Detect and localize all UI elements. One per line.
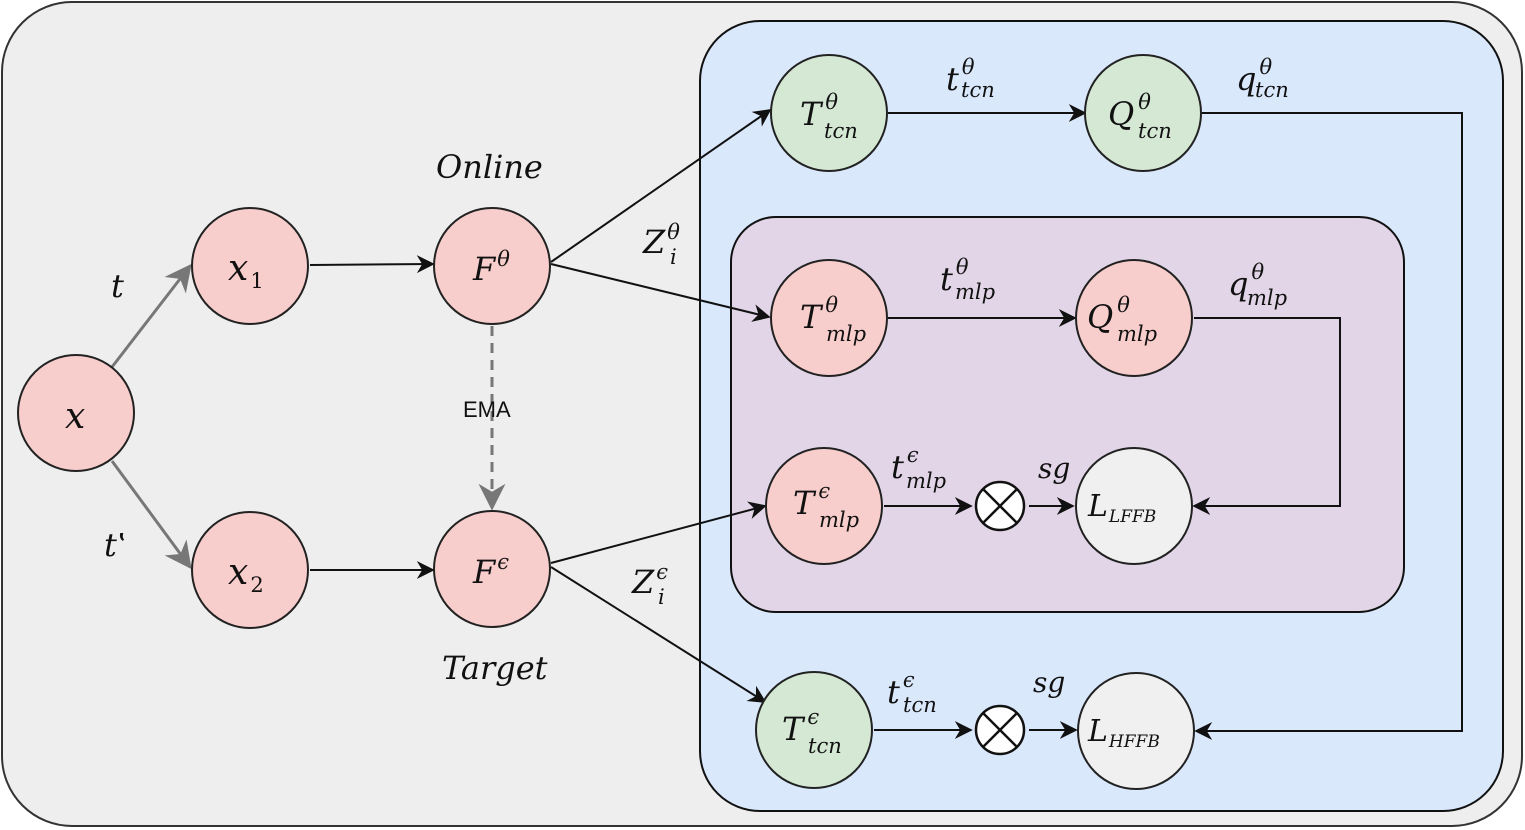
node-t-tcn-eps	[755, 671, 873, 789]
label-t-mlp-eps-sub: mlp	[819, 508, 859, 532]
node-q-mlp-theta	[1075, 259, 1193, 377]
node-f-online	[433, 207, 551, 325]
node-f-target	[433, 510, 551, 628]
label-f-target: Fϵ	[472, 550, 509, 591]
purple-panel	[730, 216, 1405, 613]
label-l-hffb: LHFFB	[1087, 714, 1160, 752]
label-x2: x2	[228, 552, 264, 597]
label-x1: x1	[228, 248, 264, 293]
nodes	[17, 54, 1202, 790]
node-q-tcn-theta	[1084, 54, 1202, 172]
label-q-mlp-theta-sub: mlp	[1117, 322, 1157, 346]
edge-x-x2	[110, 460, 192, 570]
label-t-tcn-theta-edge-sub: tcn	[961, 78, 995, 102]
edge-f-ttcn	[550, 108, 772, 263]
label-x: x	[65, 396, 85, 437]
label-z-theta-sub: i	[670, 245, 677, 269]
node-l-lffb	[1075, 447, 1193, 565]
label-sg-lffb: sg	[1038, 452, 1070, 485]
label-l-lffb: LLFFB	[1087, 489, 1156, 527]
edge-fe-tmlpe	[550, 501, 767, 564]
edges	[110, 104, 1463, 740]
label-t-prime: t‛	[104, 526, 127, 564]
label-q-tcn-theta-sub: tcn	[1138, 119, 1172, 143]
label-t-mlp-theta-sub: mlp	[826, 322, 866, 346]
edge-x-x1	[110, 263, 192, 368]
label-t-tcn-eps-sub: tcn	[808, 734, 842, 758]
label-t-mlp-eps-edge-sub: mlp	[906, 469, 946, 493]
label-q-mlp-theta-edge-sub: mlp	[1247, 286, 1287, 310]
label-t: t	[111, 267, 124, 305]
node-l-hffb	[1077, 672, 1195, 790]
node-x	[17, 354, 135, 472]
label-z-eps-sub: i	[658, 585, 665, 609]
edge-qmlp-llffb	[1192, 317, 1341, 515]
edge-qtcn-lhffb	[1194, 112, 1463, 740]
node-t-mlp-eps	[765, 447, 883, 565]
label-ema: EMA	[463, 397, 511, 422]
node-x1	[191, 207, 309, 325]
node-t-tcn-theta	[770, 54, 888, 172]
node-x2	[191, 511, 309, 629]
otimes-hffb-icon	[974, 704, 1026, 756]
edge-fe-ttcne	[550, 566, 767, 703]
label-t-mlp-theta-edge-sub: mlp	[955, 280, 995, 304]
label-t-tcn-eps-edge-sub: tcn	[903, 693, 937, 717]
label-z-theta: Zθ	[642, 220, 680, 261]
edge-x1-f	[309, 255, 435, 274]
label-sg-hffb: sg	[1033, 666, 1065, 699]
label-f-online: Fθ	[472, 247, 510, 288]
edge-f-tmlp	[550, 263, 771, 322]
label-q-tcn-theta-edge-sub: tcn	[1255, 78, 1289, 102]
otimes-lffb-icon	[974, 480, 1026, 532]
label-z-eps: Zϵ	[631, 560, 668, 601]
label-online: Online	[436, 148, 543, 186]
label-target: Target	[442, 649, 548, 687]
node-t-mlp-theta	[770, 259, 888, 377]
label-t-tcn-theta-sub: tcn	[824, 119, 858, 143]
